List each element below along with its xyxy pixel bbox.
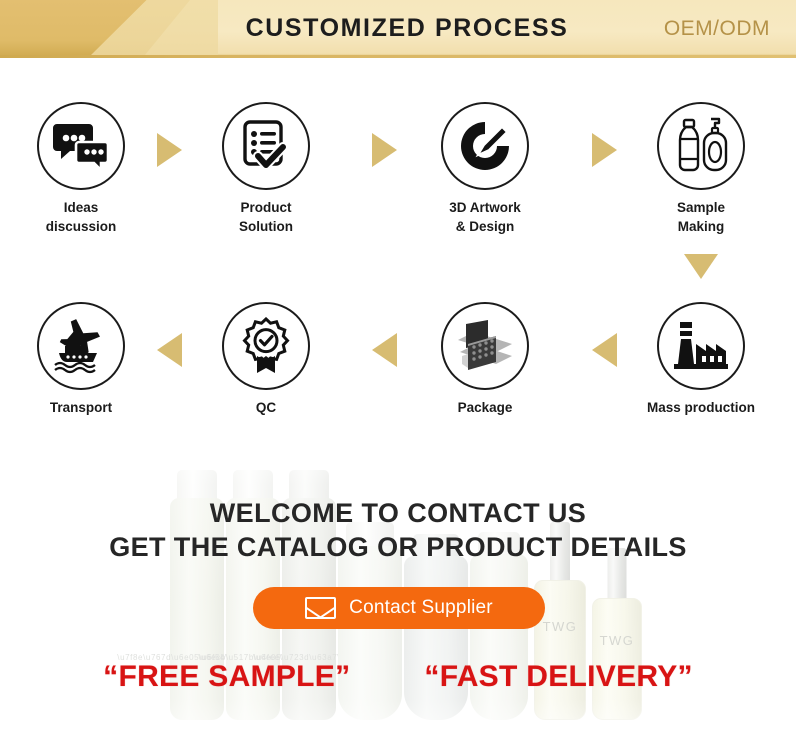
process-step-label: Sample Making [676,200,726,234]
process-step-qc[interactable]: QC [196,302,336,418]
cosmetic-bottles-icon [657,102,745,190]
promo-headline-line1: WELCOME TO CONTACT US [209,498,587,528]
process-step-label: Mass production [646,400,755,415]
banner-subtitle: OEM/ODM [663,17,770,40]
header-banner: CUSTOMIZED PROCESS OEM/ODM [0,0,796,58]
process-step-label: Transport [49,400,113,415]
process-step-label: QC [255,400,277,415]
envelope-icon [305,597,337,619]
document-checklist-icon [222,102,310,190]
process-step-mass-production[interactable]: Mass production [631,302,771,418]
flow-arrow-right-2 [372,133,397,167]
flow-arrow-right-1 [157,133,182,167]
process-step-label: Ideas discussion [45,200,117,234]
process-flow: Ideas discussion Product Solution [0,58,796,440]
slogan-free-sample: “FREE SAMPLE” [103,660,351,693]
page-title: CUSTOMIZED PROCESS [245,14,569,42]
open-box-icon [441,302,529,390]
chat-bubbles-icon [37,102,125,190]
factory-icon [657,302,745,390]
process-step-label: Package [457,400,513,415]
slogan-row: “FREE SAMPLE” “FAST DELIVERY” [0,660,796,694]
flow-arrow-left-1 [157,333,182,367]
plane-ship-icon [37,302,125,390]
process-step-package[interactable]: Package [415,302,555,418]
process-step-label: Product Solution [239,200,293,234]
flow-arrow-left-3 [592,333,617,367]
contact-supplier-button[interactable]: Contact Supplier [253,587,545,629]
flow-arrow-left-2 [372,333,397,367]
promo-headline-line2: GET THE CATALOG OR PRODUCT DETAILS [109,532,687,562]
flow-arrow-down [684,254,718,279]
process-step-label: 3D Artwork & Design [449,200,521,234]
flow-arrow-right-3 [592,133,617,167]
process-step-3d-artwork-design[interactable]: 3D Artwork & Design [415,102,555,236]
design-pen-target-icon [441,102,529,190]
process-step-product-solution[interactable]: Product Solution [196,102,336,236]
process-step-transport[interactable]: Transport [11,302,151,418]
quality-badge-icon [222,302,310,390]
contact-supplier-label: Contact Supplier [349,597,493,618]
promo-text-layer: WELCOME TO CONTACT US GET THE CATALOG OR… [0,440,796,756]
slogan-fast-delivery: “FAST DELIVERY” [424,660,693,693]
process-step-sample-making[interactable]: Sample Making [631,102,771,236]
process-step-ideas-discussion[interactable]: Ideas discussion [11,102,151,236]
banner-underline [0,55,796,58]
